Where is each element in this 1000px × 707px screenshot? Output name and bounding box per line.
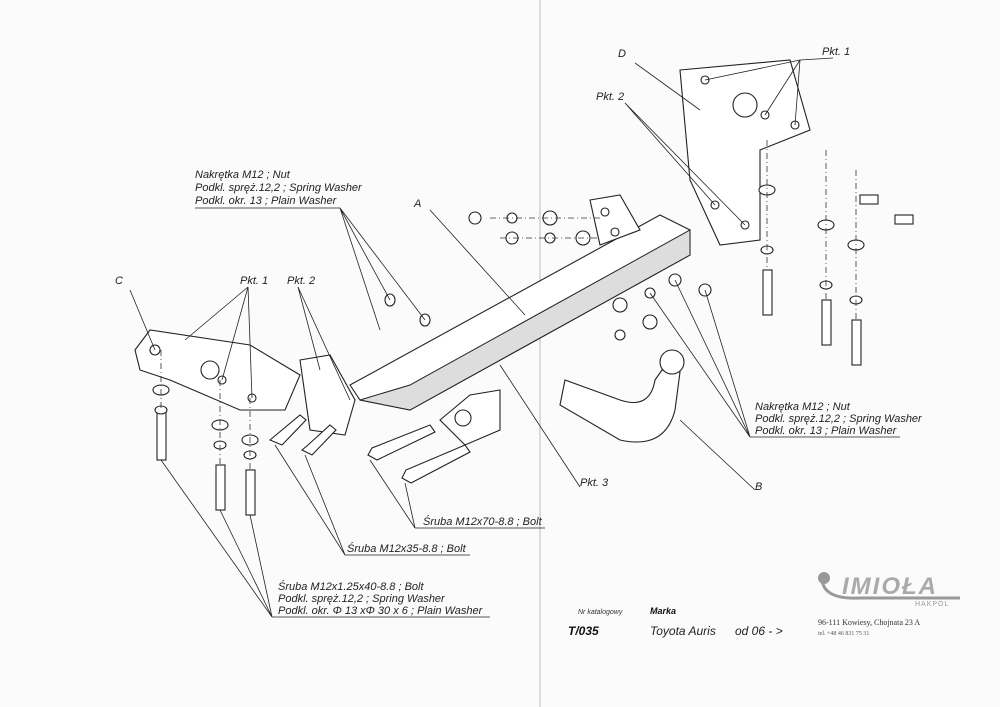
logo-text: IMIOŁA bbox=[842, 573, 938, 600]
callout-bolt-35: Śruba M12x35-8.8 ; Bolt bbox=[347, 542, 467, 555]
bracket-D bbox=[679, 59, 811, 246]
bracket-C bbox=[134, 329, 356, 436]
from-year: od 06 - > bbox=[735, 624, 783, 638]
label-pkt1-top: Pkt. 1 bbox=[822, 46, 850, 58]
label-C: C bbox=[115, 275, 123, 287]
callout-nut-top-1: Nakrętka M12 ; Nut bbox=[195, 169, 291, 181]
centre-lines bbox=[160, 140, 857, 470]
make-label: Marka bbox=[650, 606, 676, 616]
address: 96-111 Kowiesy, Chojnata 23 A bbox=[818, 618, 920, 627]
callout-nut-right-2: Podkl. spręż.12,2 ; Spring Washer bbox=[755, 413, 923, 425]
logo-subtext: HAKPOL bbox=[915, 601, 949, 608]
leader-lines bbox=[129, 57, 900, 618]
crossbar-A bbox=[349, 194, 691, 411]
label-pkt3: Pkt. 3 bbox=[580, 477, 609, 489]
callout-bolt-40-3: Podkl. okr. Φ 13 xΦ 30 x 6 ; Plain Washe… bbox=[278, 605, 484, 617]
callout-nut-right-3: Podkl. okr. 13 ; Plain Washer bbox=[755, 425, 898, 437]
label-A: A bbox=[413, 198, 421, 210]
callout-nut-top-3: Podkl. okr. 13 ; Plain Washer bbox=[195, 195, 338, 207]
towball-neck-B bbox=[439, 349, 685, 446]
catalog-label: Nr katalogowy bbox=[578, 609, 623, 616]
bolts bbox=[156, 194, 914, 516]
label-B: B bbox=[755, 481, 762, 493]
make-value: Toyota Auris bbox=[650, 624, 716, 638]
callout-bolt-40-2: Podkl. spręż.12,2 ; Spring Washer bbox=[278, 593, 446, 605]
callout-bolt-40-1: Śruba M12x1.25x40-8.8 ; Bolt bbox=[278, 580, 424, 593]
catalog-number: T/035 bbox=[568, 624, 599, 638]
label-pkt2-left: Pkt. 2 bbox=[287, 275, 315, 287]
imiola-logo: IMIOŁA HAKPOL bbox=[818, 572, 960, 608]
callout-nut-right-1: Nakrętka M12 ; Nut bbox=[755, 401, 851, 413]
callout-nut-top-2: Podkl. spręż.12,2 ; Spring Washer bbox=[195, 182, 363, 194]
label-pkt1-left: Pkt. 1 bbox=[240, 275, 268, 287]
phone: tel. +48 46 831 75 31 bbox=[818, 631, 869, 637]
label-D: D bbox=[618, 48, 626, 60]
label-pkt2-top: Pkt. 2 bbox=[596, 91, 624, 103]
callout-bolt-70: Śruba M12x70-8.8 ; Bolt bbox=[423, 515, 543, 528]
